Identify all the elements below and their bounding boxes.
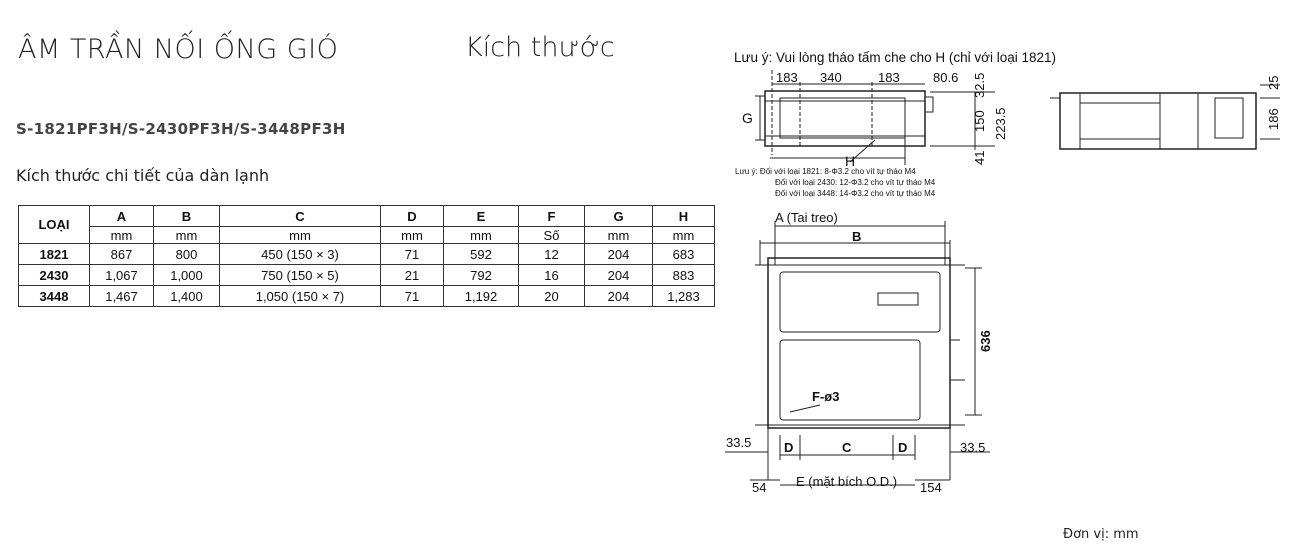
dim-150: 150 xyxy=(972,110,987,132)
value-cell: 16 xyxy=(518,264,585,286)
value-cell: 867 xyxy=(89,243,154,265)
value-cell: 1,400 xyxy=(153,285,220,307)
page-title: ÂM TRẦN NỐI ỐNG GIÓ xyxy=(18,34,339,65)
screw-note: Lưu ý: Đối với loại 1821: 8-Φ3.2 cho vít… xyxy=(735,167,916,176)
value-cell: 683 xyxy=(652,243,715,265)
col-header: A xyxy=(89,205,154,227)
col-header: G xyxy=(584,205,653,227)
value-cell: 71 xyxy=(380,285,444,307)
unit-cell: mm xyxy=(219,226,381,244)
unit-cell: mm xyxy=(153,226,220,244)
unit-cell: mm xyxy=(584,226,653,244)
label-f: F-ø3 xyxy=(812,389,839,404)
label-d: D xyxy=(898,440,907,455)
unit-cell: mm xyxy=(652,226,715,244)
dim-183: 183 xyxy=(878,70,900,85)
value-cell: 1,192 xyxy=(443,285,519,307)
col-header: E xyxy=(443,205,519,227)
screw-note: Đối với loại 3448: 14-Φ3.2 cho vít tự th… xyxy=(775,189,936,198)
dim-33-5-left: 33.5 xyxy=(726,435,751,450)
value-cell: 800 xyxy=(153,243,220,265)
col-header: H xyxy=(652,205,715,227)
detail-heading: Kích thước chi tiết của dàn lạnh xyxy=(16,166,270,185)
dim-32-5: 32.5 xyxy=(972,73,987,98)
value-cell: 204 xyxy=(584,285,653,307)
model-cell: 1821 xyxy=(18,243,90,265)
label-d: D xyxy=(784,440,793,455)
label-b: B xyxy=(852,229,861,244)
label-a: A (Tai treo) xyxy=(775,210,838,225)
value-cell: 1,283 xyxy=(652,285,715,307)
value-cell: 1,000 xyxy=(153,264,220,286)
dim-154: 154 xyxy=(920,480,942,495)
dim-186: 186 xyxy=(1266,108,1281,130)
value-cell: 792 xyxy=(443,264,519,286)
dim-25: 25 xyxy=(1266,76,1281,90)
value-cell: 883 xyxy=(652,264,715,286)
unit-note: Đơn vị: mm xyxy=(1063,527,1139,542)
col-header: LOẠI xyxy=(18,205,90,244)
dim-223-5: 223.5 xyxy=(993,107,1008,140)
label-c: C xyxy=(842,440,852,455)
value-cell: 20 xyxy=(518,285,585,307)
label-h: H xyxy=(845,153,855,169)
value-cell: 71 xyxy=(380,243,444,265)
dimension-drawing: Lưu ý: Vui lòng tháo tấm che cho H (chỉ … xyxy=(725,50,1281,495)
dim-636: 636 xyxy=(978,330,993,352)
value-cell: 204 xyxy=(584,264,653,286)
note-top: Lưu ý: Vui lòng tháo tấm che cho H (chỉ … xyxy=(734,50,1056,65)
col-header: F xyxy=(518,205,585,227)
unit-cell: mm xyxy=(380,226,444,244)
value-cell: 1,067 xyxy=(89,264,154,286)
section-title: Kích thước xyxy=(465,32,615,63)
value-cell: 450 (150 × 3) xyxy=(219,243,381,265)
dim-54: 54 xyxy=(752,480,766,495)
value-cell: 21 xyxy=(380,264,444,286)
value-cell: 592 xyxy=(443,243,519,265)
model-cell: 2430 xyxy=(18,264,90,286)
value-cell: 204 xyxy=(584,243,653,265)
unit-cell: mm xyxy=(89,226,154,244)
label-e: E (mặt bích O.D.) xyxy=(796,474,897,489)
col-header: C xyxy=(219,205,381,227)
dim-33-5-right: 33.5 xyxy=(960,440,985,455)
label-g: G xyxy=(742,110,753,126)
dim-340: 340 xyxy=(820,70,842,85)
col-header: D xyxy=(380,205,444,227)
unit-cell: mm xyxy=(443,226,519,244)
unit-cell: Số xyxy=(518,226,585,244)
col-header: B xyxy=(153,205,220,227)
value-cell: 1,467 xyxy=(89,285,154,307)
value-cell: 12 xyxy=(518,243,585,265)
model-cell: 3448 xyxy=(18,285,90,307)
value-cell: 1,050 (150 × 7) xyxy=(219,285,381,307)
model-numbers: S-1821PF3H/S-2430PF3H/S-3448PF3H xyxy=(16,120,346,138)
dim-80-6: 80.6 xyxy=(933,70,958,85)
dim-41: 41 xyxy=(972,151,987,165)
value-cell: 750 (150 × 5) xyxy=(219,264,381,286)
dim-183: 183 xyxy=(776,70,798,85)
screw-note: Đối với loại 2430: 12-Φ3.2 cho vít tự th… xyxy=(775,178,936,187)
